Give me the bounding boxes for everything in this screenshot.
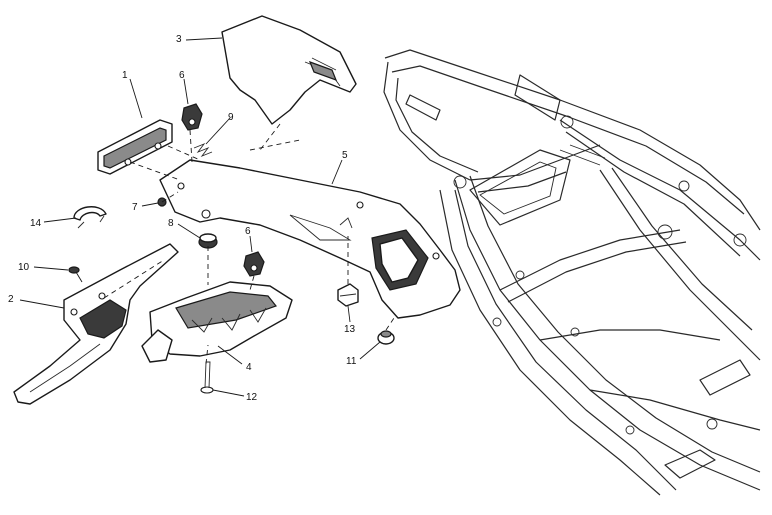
mudguard-part-2 <box>13 243 179 405</box>
callout-labels: 1 2 3 4 5 6 6 7 8 9 10 11 12 13 14 <box>8 34 357 403</box>
clip-part-13 <box>337 283 359 307</box>
callout-6-lower: 6 <box>245 226 251 237</box>
callout-10: 10 <box>18 262 30 273</box>
callout-3: 3 <box>176 34 182 45</box>
callout-11: 11 <box>346 356 357 367</box>
assembly-lines <box>103 123 395 365</box>
callout-12: 12 <box>246 392 258 403</box>
callout-4: 4 <box>246 362 252 373</box>
callout-7: 7 <box>132 202 138 213</box>
rear-subframe <box>383 49 761 496</box>
cable-clamp-part-14 <box>73 206 107 229</box>
screw-part-10 <box>68 266 83 283</box>
reflector-part-1 <box>97 119 173 175</box>
callout-8: 8 <box>168 218 174 229</box>
clip-nut-part-6-upper <box>181 103 203 131</box>
cover-part-3 <box>221 15 357 125</box>
callout-leaders <box>19 37 381 397</box>
callout-2: 2 <box>8 294 14 305</box>
callout-9: 9 <box>228 112 234 123</box>
callout-1: 1 <box>122 70 128 81</box>
bolt-part-12 <box>200 361 214 394</box>
callout-5: 5 <box>342 150 348 161</box>
bracket-part-5 <box>159 159 461 319</box>
callout-14: 14 <box>30 218 42 229</box>
nut-part-11 <box>377 330 395 345</box>
callout-6-upper: 6 <box>179 70 185 81</box>
spring-part-9 <box>193 142 213 158</box>
rubber-grommet-part-8 <box>198 233 218 249</box>
lamp-housing-part-4 <box>141 281 293 363</box>
clip-nut-part-6-lower <box>243 251 265 277</box>
callout-13: 13 <box>344 324 356 335</box>
